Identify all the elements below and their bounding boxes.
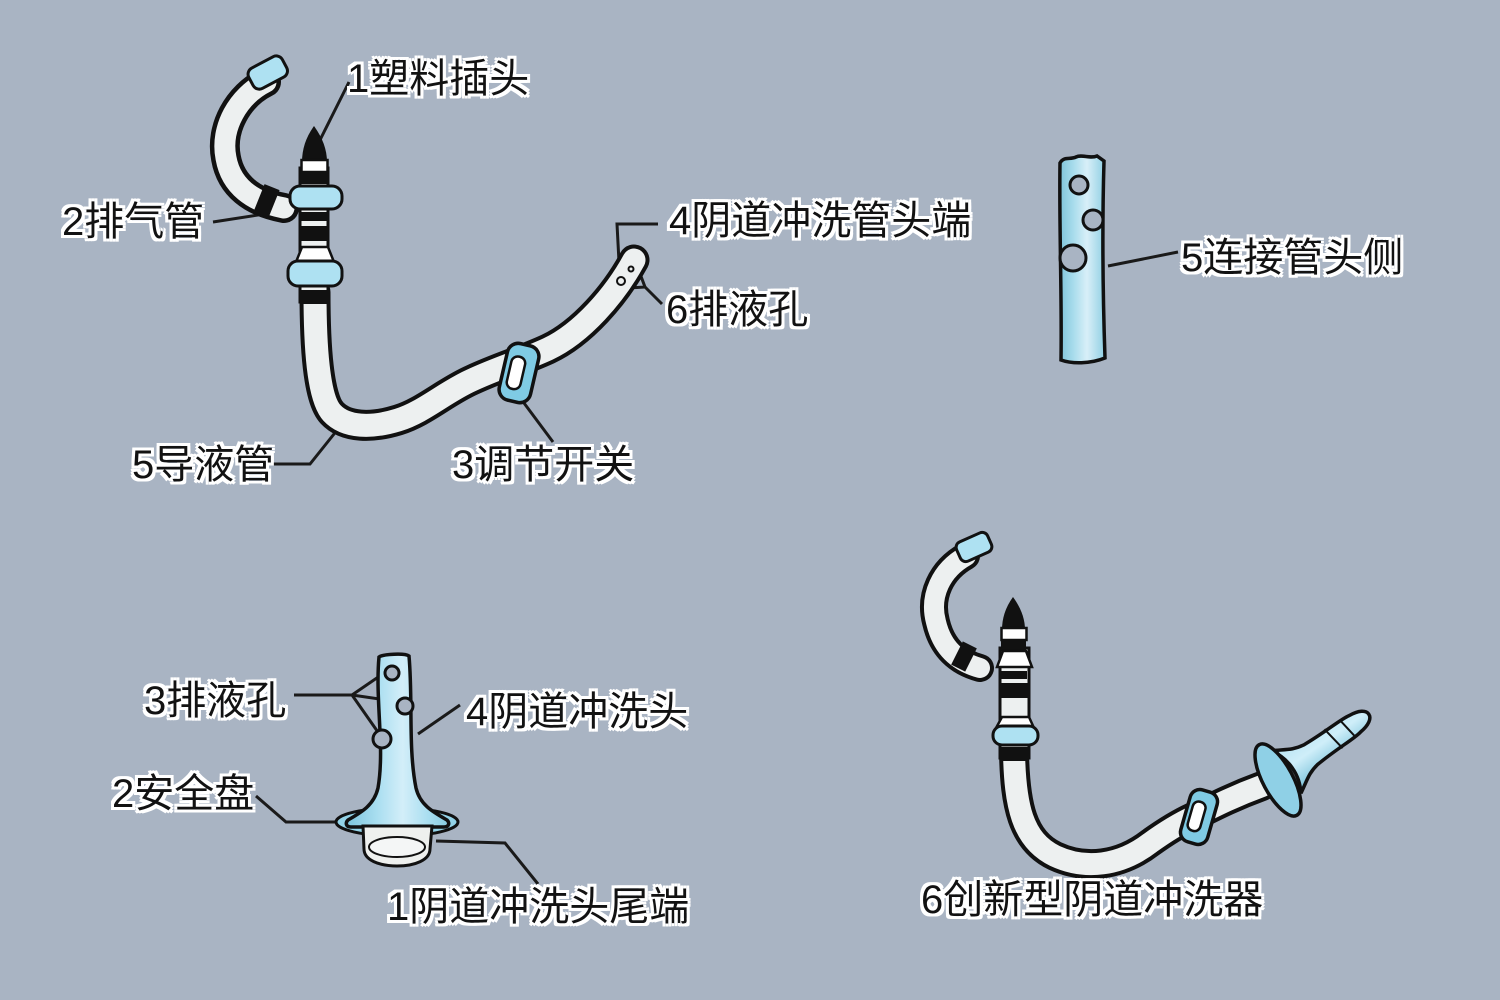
label-connector-head-side: 5连接管头侧 bbox=[1181, 236, 1404, 280]
safety-disc-drawing bbox=[1253, 742, 1303, 818]
label-exhaust-tube: 2排气管 bbox=[62, 200, 205, 244]
adjust-switch-drawing bbox=[497, 341, 541, 405]
leader-lines-irrigation-head bbox=[255, 669, 540, 885]
drain-hole bbox=[1068, 174, 1090, 196]
label-safety-disc: 2安全盘 bbox=[112, 772, 255, 816]
liquid-guide-tube-drawing bbox=[299, 244, 650, 441]
irrigation-head-attached-drawing bbox=[1270, 709, 1372, 795]
drain-hole bbox=[616, 276, 626, 286]
diagram-connector-tube bbox=[1058, 154, 1179, 365]
label-drain-holes-top: 6排液孔 bbox=[666, 288, 809, 332]
tube-body-drawing bbox=[991, 597, 1040, 761]
head-tail-rim bbox=[368, 836, 426, 858]
irrigation-head-drawing bbox=[344, 652, 451, 829]
tube-body-drawing bbox=[286, 126, 344, 304]
exhaust-tube-drawing bbox=[209, 54, 299, 223]
leader-line-connector bbox=[1107, 250, 1179, 268]
label-tube-head-end: 4阴道冲洗管头端 bbox=[669, 199, 972, 243]
diagram-irrigation-head bbox=[255, 652, 540, 885]
drain-hole bbox=[1081, 208, 1105, 232]
adjust-switch-drawing bbox=[1178, 787, 1220, 847]
label-head-tail-end: 1阴道冲洗头尾端 bbox=[387, 885, 690, 929]
label-liquid-guide-tube: 5导液管 bbox=[132, 443, 275, 487]
diagram-irrigation-tube bbox=[209, 54, 664, 466]
exhaust-cap bbox=[246, 54, 289, 91]
exhaust-cap bbox=[954, 530, 994, 564]
diagram-full-device bbox=[920, 530, 1372, 889]
drain-hole bbox=[371, 728, 393, 750]
label-irrigation-head: 4阴道冲洗头 bbox=[466, 690, 689, 734]
plastic-plug-tip bbox=[1002, 597, 1025, 630]
drain-hole bbox=[383, 664, 401, 682]
label-drain-holes-bottom: 3排液孔 bbox=[144, 679, 287, 723]
label-device-name: 6创新型阴道冲洗器 bbox=[921, 878, 1264, 922]
label-plastic-plug: 1塑料插头 bbox=[347, 57, 530, 101]
upper-collar bbox=[288, 184, 344, 211]
drain-hole bbox=[1058, 243, 1088, 273]
lower-collar bbox=[991, 724, 1040, 747]
drain-hole bbox=[395, 696, 415, 716]
drain-hole bbox=[627, 265, 635, 273]
plastic-plug-tip bbox=[302, 126, 327, 162]
label-adjust-switch: 3调节开关 bbox=[452, 443, 635, 487]
lower-collar bbox=[286, 259, 344, 288]
